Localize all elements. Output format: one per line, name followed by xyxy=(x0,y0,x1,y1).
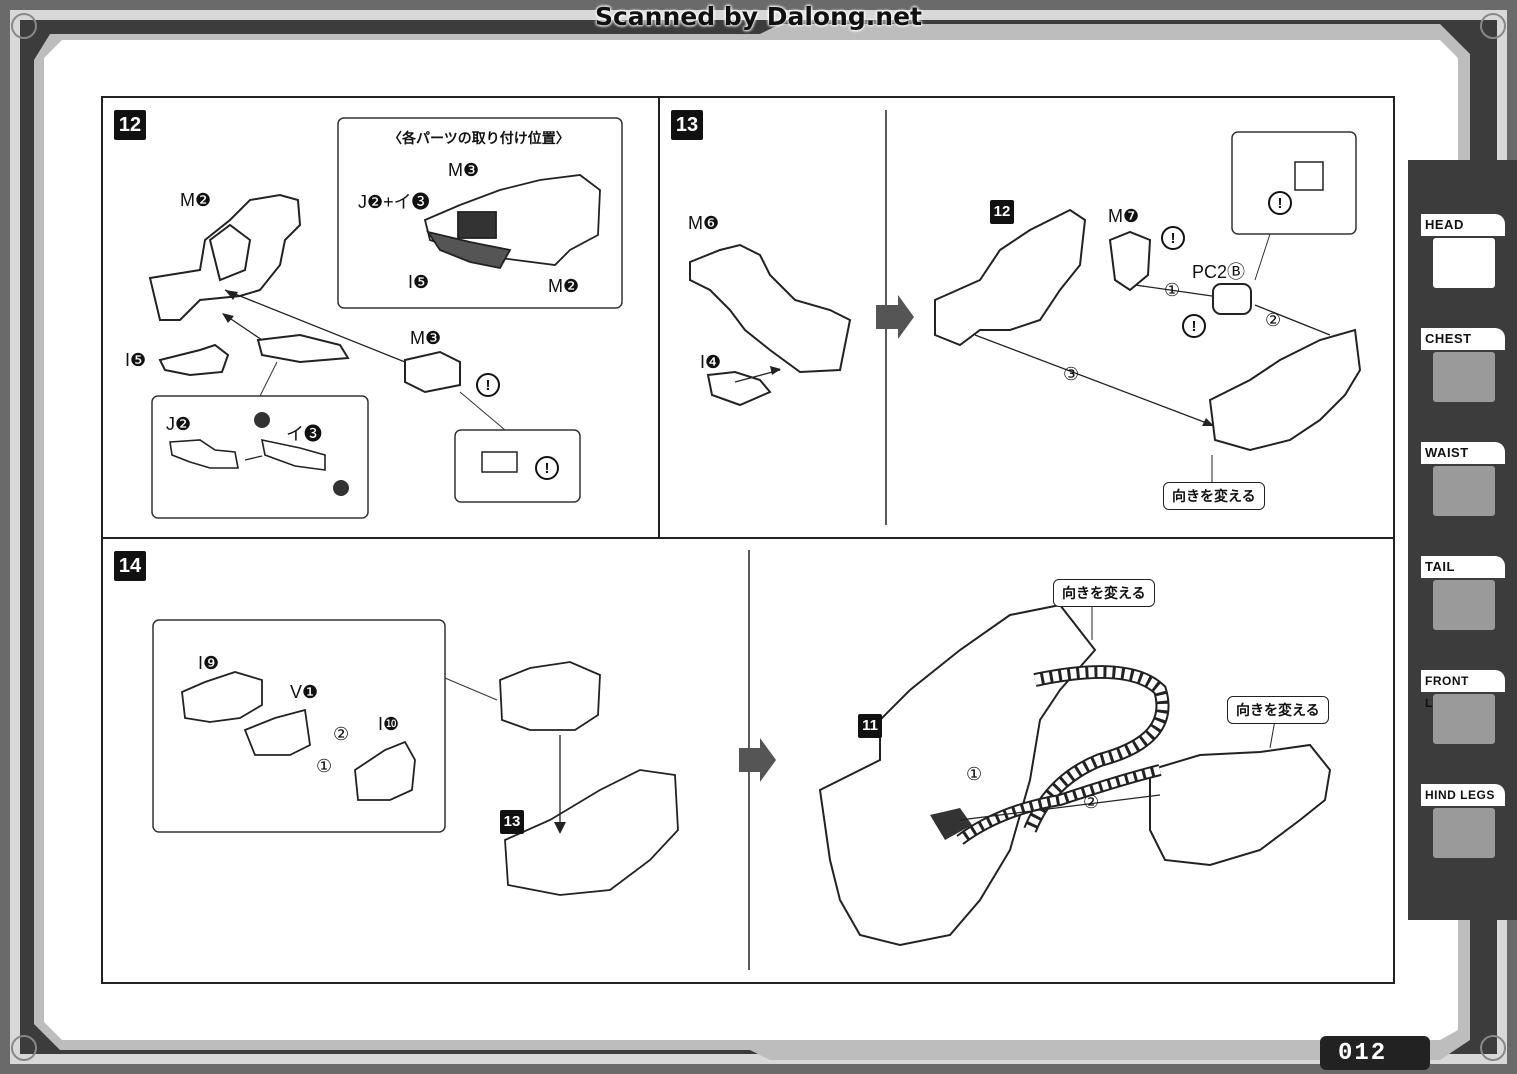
front-legs-icon xyxy=(1433,694,1495,744)
hind-legs-icon xyxy=(1433,808,1495,858)
svg-text:!: ! xyxy=(1278,195,1283,212)
svg-text:!: ! xyxy=(1171,230,1176,247)
part-label-j2: J❷ xyxy=(166,414,192,434)
side-tab-waist[interactable]: WAIST xyxy=(1417,438,1505,518)
side-tab-label: HEAD xyxy=(1421,214,1505,236)
side-tab-label: FRONT LEGS xyxy=(1421,670,1505,710)
order-marker-2: ② xyxy=(1265,310,1282,330)
side-tab-label: WAIST xyxy=(1421,442,1505,464)
side-tab-label: TAIL xyxy=(1421,556,1505,578)
ref-step-12: 12 xyxy=(990,200,1014,224)
part-label-m2: M❷ xyxy=(180,190,212,210)
step-number-14: 14 xyxy=(114,551,146,581)
step-number-13: 13 xyxy=(671,110,703,140)
order-marker-2-step14: ② xyxy=(333,724,350,744)
part-label-j2-i3: J❷+イ❸ xyxy=(358,192,430,212)
order-marker-2-head: ② xyxy=(1083,792,1100,812)
waist-icon xyxy=(1433,466,1495,516)
part-label-m2-inset: M❷ xyxy=(548,276,580,296)
order-marker-3: ③ xyxy=(1063,364,1080,384)
watermark-text: Scanned by Dalong.net xyxy=(594,2,922,31)
side-tab-chest[interactable]: CHEST xyxy=(1417,324,1505,404)
order-marker-1-head: ① xyxy=(966,764,983,784)
tail-icon xyxy=(1433,580,1495,630)
side-tab-front-legs[interactable]: FRONT LEGS xyxy=(1417,666,1505,746)
turn-direction-tag: 向きを変える xyxy=(1163,482,1265,510)
svg-text:!: ! xyxy=(545,460,550,477)
part-label-v1: V❶ xyxy=(290,682,319,702)
svg-text:!: ! xyxy=(486,377,491,394)
part-label-i5-inset: I❺ xyxy=(408,272,430,292)
part-label-m3-inset: M❸ xyxy=(448,160,480,180)
side-tab-label: CHEST xyxy=(1421,328,1505,350)
chest-icon xyxy=(1433,352,1495,402)
part-label-m3: M❸ xyxy=(410,328,442,348)
part-label-i3: イ❸ xyxy=(286,424,322,444)
side-tab-head[interactable]: HEAD xyxy=(1417,210,1505,290)
order-marker-1-step14: ① xyxy=(316,756,333,776)
order-marker-1: ① xyxy=(1164,280,1181,300)
part-label-i9: I❾ xyxy=(198,653,220,673)
head-icon xyxy=(1433,238,1495,288)
part-label-i10: I❿ xyxy=(378,714,400,734)
inset-title: 〈各パーツの取り付け位置〉 xyxy=(388,131,570,147)
part-label-pc2b: PC2Ⓑ xyxy=(1192,262,1246,282)
part-label-i4: I❹ xyxy=(700,352,722,372)
part-label-i5: I❺ xyxy=(125,350,147,370)
side-tab-hind-legs[interactable]: HIND LEGS xyxy=(1417,780,1505,860)
ref-step-13: 13 xyxy=(500,810,524,834)
step-number-12: 12 xyxy=(114,110,146,140)
turn-direction-tag-top: 向きを変える xyxy=(1053,579,1155,607)
part-label-m6: M❻ xyxy=(688,213,720,233)
svg-text:!: ! xyxy=(1192,318,1197,335)
part-label-m7: M❼ xyxy=(1108,206,1140,226)
side-tab-tail[interactable]: TAIL xyxy=(1417,552,1505,632)
turn-direction-tag-right: 向きを変える xyxy=(1227,696,1329,724)
side-tab-label: HIND LEGS xyxy=(1421,784,1505,806)
page-number: 012 xyxy=(1338,1040,1388,1067)
ref-step-11: 11 xyxy=(858,714,882,738)
